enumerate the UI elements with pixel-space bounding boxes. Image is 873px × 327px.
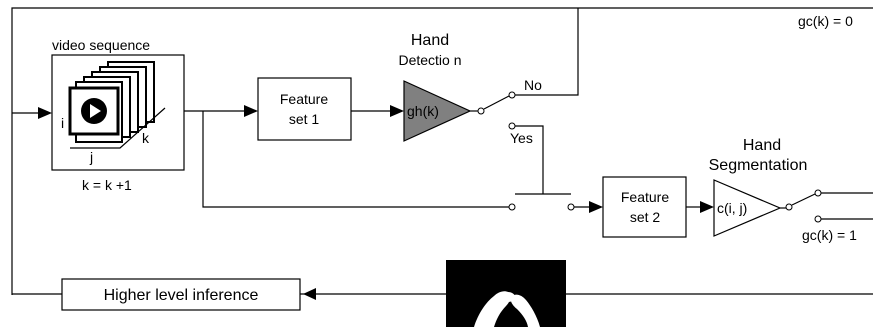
arrow-into-classifier (700, 201, 714, 213)
no-label: No (524, 77, 542, 93)
hand-segmentation-line2: Segmentation (709, 157, 808, 174)
feature-set-1-line2: set 1 (289, 111, 320, 127)
yes-label: Yes (510, 130, 533, 146)
segmented-hands-image (446, 260, 566, 327)
feature-set-1-line1: Feature (280, 91, 328, 107)
axis-i-label: i (61, 115, 64, 131)
segment-lower-node (815, 216, 821, 222)
arrow-into-detector (390, 105, 404, 117)
gate-output-node (568, 204, 574, 210)
video-sequence-label: video sequence (52, 37, 150, 53)
play-icon (81, 98, 107, 124)
axis-j-label: j (89, 149, 93, 165)
feature-set-2-box (603, 177, 686, 237)
detector-switch-arm (484, 96, 509, 109)
arrow-into-feature2 (589, 201, 603, 213)
higher-level-inference-label: Higher level inference (104, 287, 259, 304)
no-node (509, 92, 515, 98)
arrow-into-feature1 (244, 105, 258, 117)
arrow-into-video (38, 107, 52, 119)
gc-one-label: gc(k) = 1 (802, 227, 857, 243)
feature-set-2-line2: set 2 (630, 209, 661, 225)
classifier-label: c(i, j) (717, 200, 747, 216)
k-increment-label: k = k +1 (82, 177, 132, 193)
hand-detection-line2: Detectio n (398, 52, 461, 68)
yes-node (509, 123, 515, 129)
gate-input-node (509, 204, 515, 210)
segment-switch-arm (792, 194, 815, 205)
branch-down-wire (203, 111, 509, 207)
feature-set-2-line1: Feature (621, 189, 669, 205)
hand-segmentation-line1: Hand (743, 137, 781, 154)
feature-set-1-box (258, 78, 351, 140)
hand-detection-line1: Hand (411, 32, 449, 49)
axis-k-label: k (142, 130, 150, 146)
arrow-into-inference (303, 288, 316, 300)
segment-switch-node (786, 204, 792, 210)
detector-label: gh(k) (407, 103, 439, 119)
detector-switch-node (478, 108, 484, 114)
gc-zero-label: gc(k) = 0 (798, 13, 853, 29)
segment-upper-node (815, 190, 821, 196)
